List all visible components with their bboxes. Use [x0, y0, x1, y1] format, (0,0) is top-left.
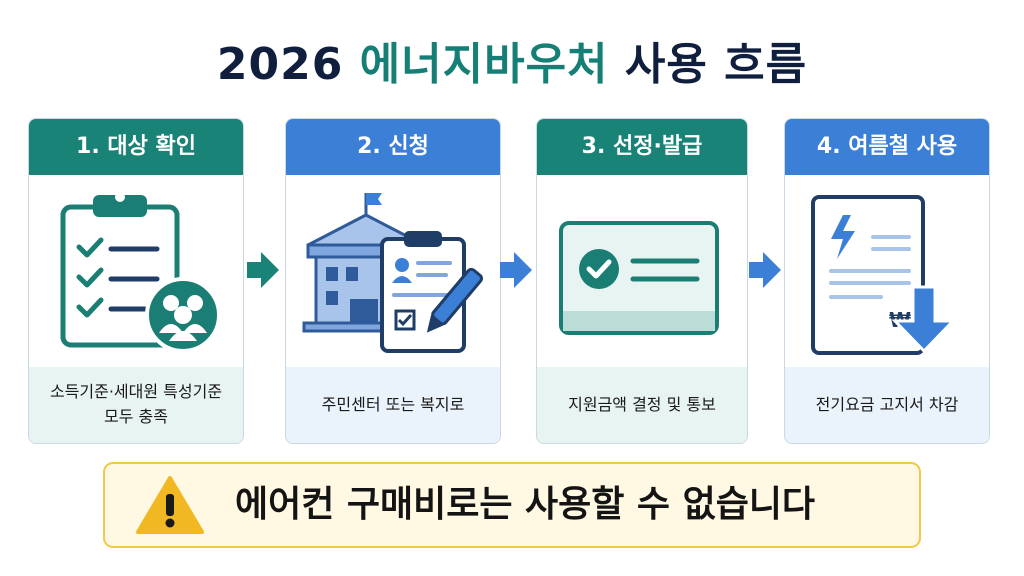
step-description: 주민센터 또는 복지로 — [286, 367, 500, 443]
step-card-apply: 2. 신청 — [285, 118, 501, 444]
building-application-icon — [286, 175, 500, 373]
electric-bill-icon: ₩ — [785, 175, 989, 373]
title-highlight: 에너지바우처 — [359, 39, 609, 90]
step-label: 3. 선정·발급 — [537, 119, 747, 175]
step-description: 지원금액 결정 및 통보 — [537, 367, 747, 443]
step-description: 소득기준·세대원 특성기준 모두 충족 — [29, 367, 243, 443]
step-card-selection: 3. 선정·발급 지원금액 결정 및 통보 — [536, 118, 748, 444]
step-description-line1: 소득기준·세대원 특성기준 — [49, 382, 223, 402]
page-title: 2026 에너지바우처 사용 흐름 — [0, 28, 1024, 92]
step-description-line1: 지원금액 결정 및 통보 — [568, 394, 716, 414]
step-description: 전기요금 고지서 차감 — [785, 367, 989, 443]
checklist-group-icon — [29, 175, 243, 373]
arrow-right-icon — [247, 252, 279, 288]
arrow-right-icon — [500, 252, 532, 288]
warning-icon — [136, 476, 204, 534]
arrow-right-icon — [749, 252, 781, 288]
title-rest: 사용 흐름 — [624, 39, 808, 90]
step-description-line2: 모두 충족 — [104, 407, 168, 426]
step-card-summer-use: 4. 여름철 사용 ₩ 전기요금 고지서 차감 — [784, 118, 990, 444]
step-label: 1. 대상 확인 — [29, 119, 243, 175]
warning-text: 에어컨 구매비로는 사용할 수 없습니다 — [235, 484, 816, 525]
title-year: 2026 — [216, 39, 344, 90]
step-description-line1: 주민센터 또는 복지로 — [321, 394, 465, 414]
step-label: 4. 여름철 사용 — [785, 119, 989, 175]
step-description-line1: 전기요금 고지서 차감 — [815, 394, 959, 414]
step-card-eligibility: 1. 대상 확인 소득기준·세대원 특성기준 모두 충족 — [28, 118, 244, 444]
warning-banner: 에어컨 구매비로는 사용할 수 없습니다 — [103, 462, 921, 548]
voucher-card-icon — [537, 175, 747, 373]
step-label: 2. 신청 — [286, 119, 500, 175]
